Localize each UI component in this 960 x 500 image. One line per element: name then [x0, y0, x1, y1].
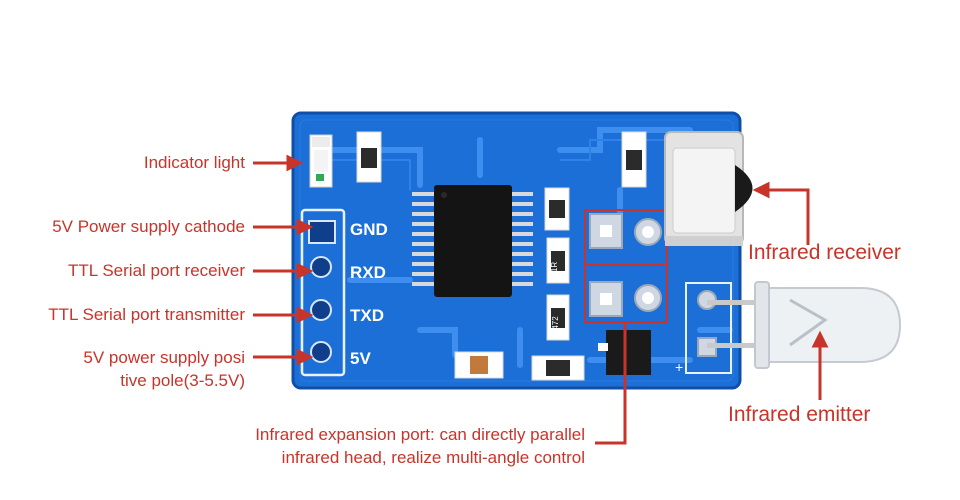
label-indicator-light: Indicator light [143, 153, 245, 172]
label-power-positive-line2: tive pole(3-5.5V) [120, 371, 245, 390]
receiver-arrow [752, 181, 810, 245]
emitter-arrow [811, 330, 829, 400]
expansion-bracket [595, 322, 627, 445]
indicator-led [309, 134, 333, 188]
marking-1r: 1R [550, 262, 559, 272]
svg-text:+: + [675, 359, 683, 375]
label-ttl-transmitter: TTL Serial port transmitter [48, 305, 245, 324]
pin-label-gnd: GND [350, 220, 388, 239]
main-ic-chip [412, 185, 533, 297]
label-expansion-line2: infrared head, realize multi-angle contr… [281, 448, 585, 467]
infrared-receiver-component [664, 131, 753, 246]
infrared-emitter-component [707, 281, 902, 369]
label-power-positive-line1: 5V power supply posi [83, 348, 245, 367]
smd-resistor-column [544, 131, 647, 341]
marking-472: 472 [551, 316, 560, 330]
pin-label-5v: 5V [350, 349, 371, 368]
label-power-cathode: 5V Power supply cathode [52, 217, 245, 236]
smd-resistor-top [356, 131, 382, 183]
pin-label-txd: TXD [350, 306, 384, 325]
pin-label-rxd: RXD [350, 263, 386, 282]
smd-bottom-parts: + [454, 330, 683, 381]
label-infrared-emitter: Infrared emitter [728, 403, 871, 426]
label-ttl-receiver: TTL Serial port receiver [68, 261, 245, 280]
pin-header [300, 208, 346, 377]
left-arrows [253, 154, 314, 366]
label-expansion-line1: Infrared expansion port: can directly pa… [255, 425, 585, 444]
label-infrared-receiver: Infrared receiver [748, 241, 901, 264]
